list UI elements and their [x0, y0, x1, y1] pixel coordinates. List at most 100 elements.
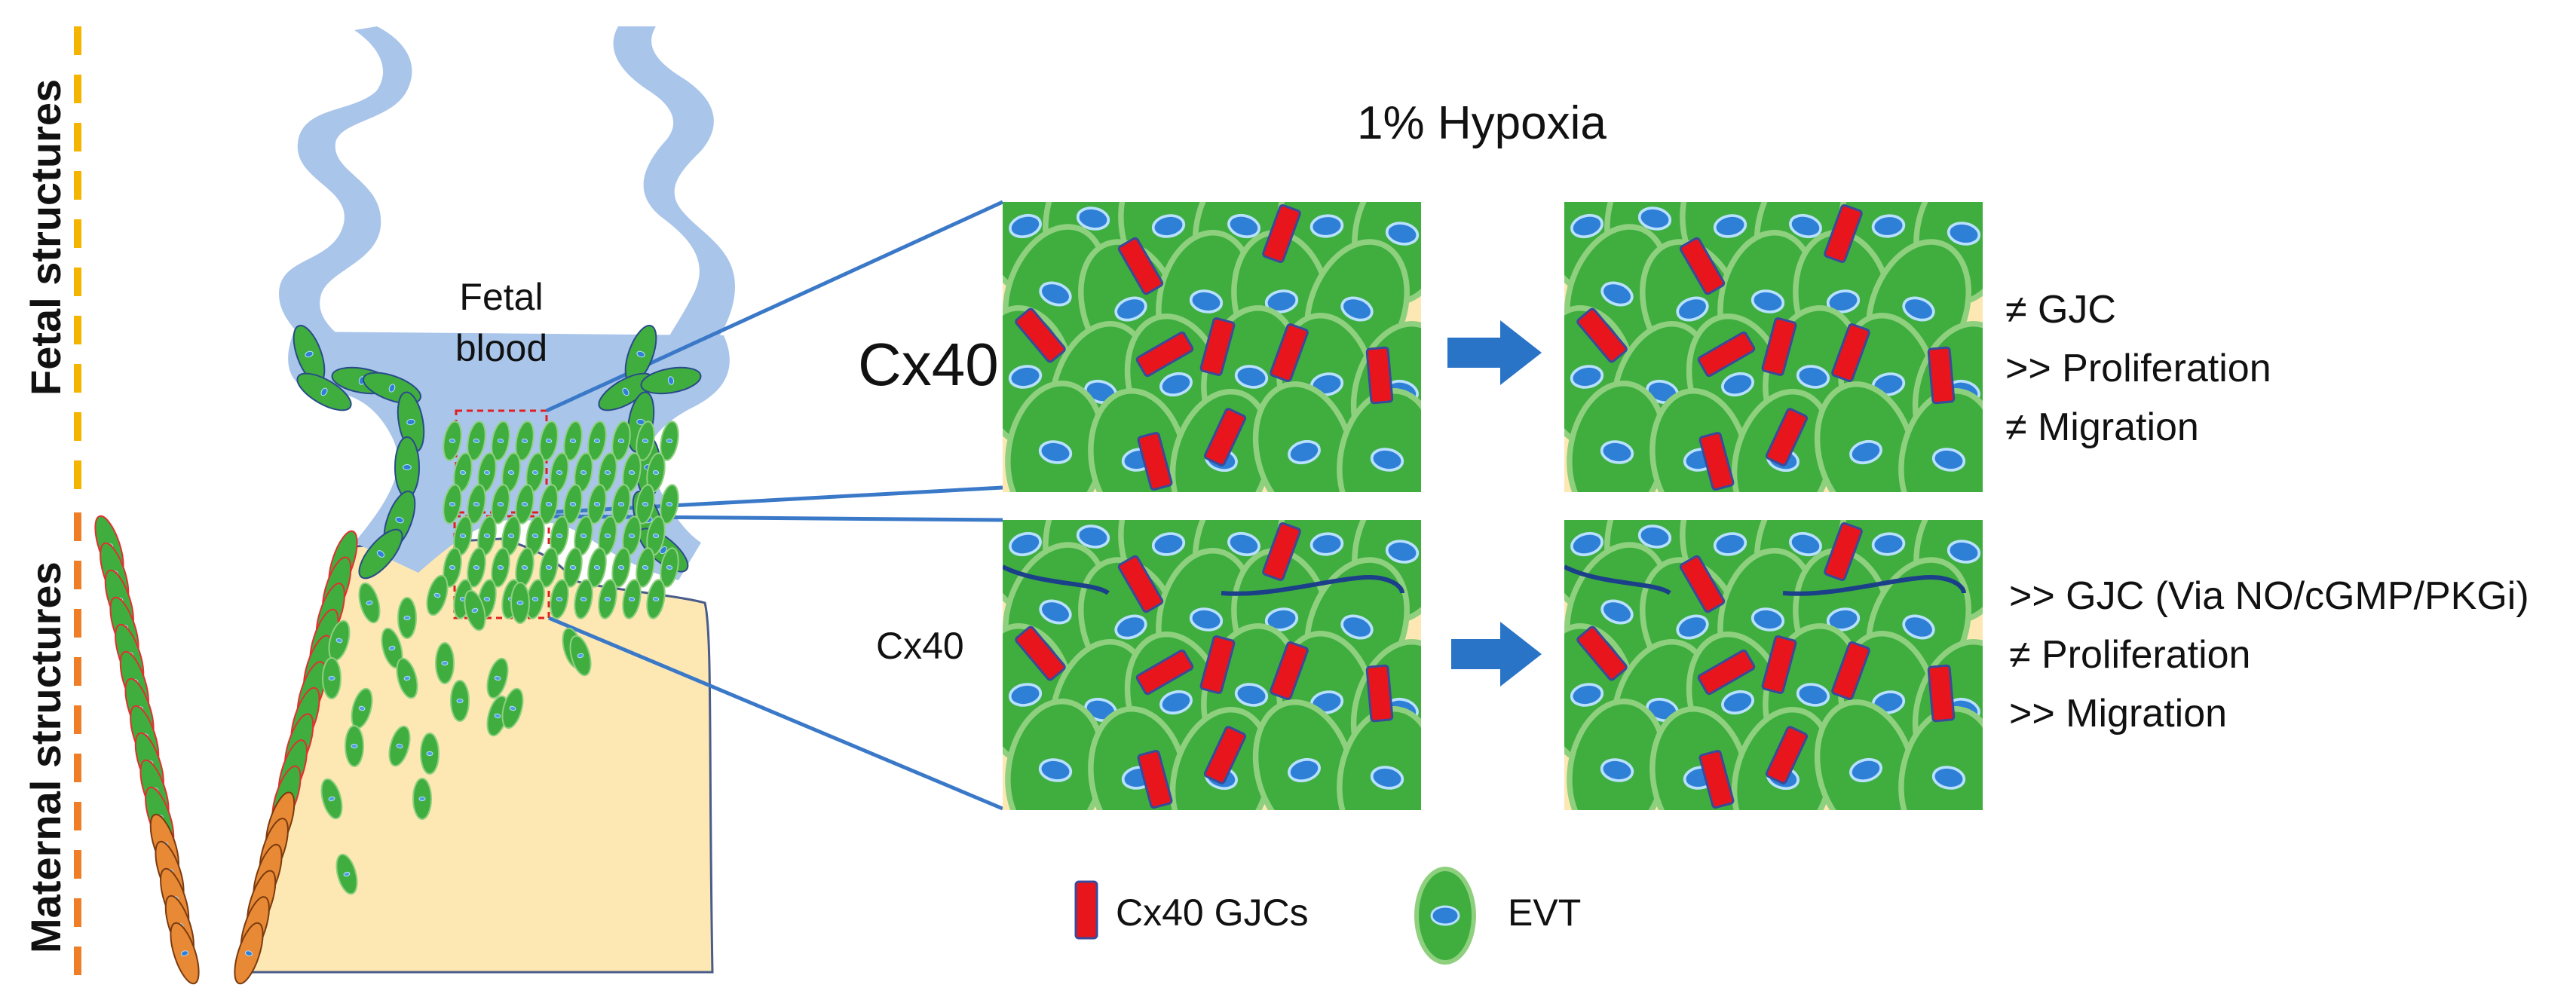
row1-effect-migration: ≠ Migration — [2005, 405, 2199, 449]
evt-cell — [563, 484, 583, 525]
fetal-blood-line1: Fetal — [459, 276, 544, 318]
evt-cell — [587, 547, 607, 588]
gjc-channel — [1761, 635, 1797, 694]
row2-effect-gjc: >> GJC (Via NO/cGMP/PKGi) — [2009, 574, 2529, 618]
evt-cell — [426, 574, 449, 616]
gjc-channel — [1117, 555, 1164, 613]
fetal-blood-line2: blood — [455, 327, 548, 369]
evt-cell — [467, 421, 486, 461]
evt-cell — [467, 547, 486, 588]
gjc-channel — [1365, 664, 1394, 723]
evt-cell — [563, 421, 583, 461]
evt-cell — [1898, 706, 1983, 810]
evt-cell — [388, 725, 411, 767]
fetal-vessel-left — [279, 26, 412, 347]
gjc-channel — [1576, 307, 1628, 363]
evt-cell — [1337, 388, 1421, 492]
connector-line-4 — [548, 616, 1003, 811]
gjc-channel — [1135, 331, 1194, 378]
fetal-blood-label: Fetal blood — [452, 271, 550, 374]
evt-cell — [539, 421, 559, 461]
evt-cell — [640, 366, 702, 395]
gjc-channel — [1270, 323, 1309, 382]
evt-cell — [622, 452, 642, 493]
evt-cell — [296, 372, 352, 411]
maternal-structures-label: Maternal structures — [22, 561, 69, 953]
evt-cell — [660, 421, 679, 461]
gjc-channel — [1203, 726, 1247, 784]
panel-row2-before — [1003, 520, 1421, 810]
evt-cell — [397, 597, 417, 639]
panel-row1-after — [1564, 202, 1983, 492]
gjc-channel — [1135, 649, 1194, 696]
evt-cell — [420, 733, 440, 775]
evt-cell — [435, 642, 455, 684]
evt-cell — [358, 582, 381, 624]
evt-cell — [234, 922, 264, 985]
evt-cell — [358, 528, 403, 580]
evt-cell — [464, 589, 486, 632]
row1-label: Cx40 — [858, 331, 999, 398]
evt-cell — [636, 421, 655, 461]
fetal-structures-label: Fetal structures — [22, 78, 69, 396]
evt-cell — [636, 484, 655, 525]
legend-evt-label: EVT — [1508, 892, 1582, 934]
evt-cell — [515, 484, 534, 525]
gjc-channel — [1761, 317, 1797, 376]
evt-cell — [587, 421, 607, 461]
gjc-channel — [1679, 555, 1726, 613]
evt-cell — [396, 657, 418, 699]
evt-cell — [491, 421, 510, 461]
legend-gjc-icon — [1074, 880, 1098, 940]
evt-cell — [515, 421, 534, 461]
evt-cell — [1567, 699, 1668, 810]
evt-cell — [563, 547, 583, 588]
gjc-channel — [1203, 408, 1247, 466]
evt-cell — [491, 484, 510, 525]
evt-cell — [1337, 706, 1421, 810]
row2-effects: >> GJC (Via NO/cGMP/PKGi) ≠ Proliferatio… — [2009, 567, 2529, 743]
evt-cell — [412, 778, 432, 820]
evt-cell — [491, 547, 510, 588]
evt-cell — [587, 484, 607, 525]
fetal-vessel-right — [613, 26, 735, 347]
evt-cell — [443, 421, 462, 461]
evt-cell — [550, 579, 569, 619]
gjc-channel — [1015, 307, 1066, 363]
gjc-channel — [1137, 432, 1173, 491]
evt-cell — [320, 778, 343, 820]
evt-cell — [477, 452, 497, 493]
evt-cell — [450, 680, 470, 722]
gjc-channel — [1262, 204, 1301, 263]
gjc-channel — [1697, 649, 1756, 696]
gjc-channel — [1365, 346, 1394, 405]
evt-cell — [501, 515, 521, 556]
evt-cell — [539, 484, 559, 525]
gjc-channel — [1137, 750, 1173, 809]
gjc-channel — [1117, 237, 1164, 295]
gjc-channel — [1824, 522, 1863, 581]
evt-cell — [394, 436, 420, 498]
evt-cell — [660, 484, 679, 525]
row1-effect-proliferation: >> Proliferation — [2005, 347, 2271, 390]
row1-effect-gjc: ≠ GJC — [2005, 288, 2116, 332]
evt-cell — [622, 515, 642, 556]
gjc-channel — [1679, 237, 1726, 295]
legend-evt-icon — [1414, 867, 1476, 965]
evt-cell — [598, 452, 617, 493]
gjc-channel — [1698, 432, 1735, 491]
gjc-channel — [1015, 625, 1066, 681]
legend-gjc-label: Cx40 GJCs — [1116, 892, 1309, 934]
row2-effect-migration: >> Migration — [2009, 692, 2228, 736]
gjc-channel — [1697, 331, 1756, 378]
gjc-channel — [1824, 204, 1863, 263]
evt-cell — [467, 484, 486, 525]
gjc-channel — [1270, 641, 1309, 700]
evt-cell — [510, 582, 530, 624]
evt-cell — [574, 515, 593, 556]
evt-cell — [1898, 388, 1983, 492]
gjc-channel — [1199, 317, 1236, 376]
basement-membrane — [1564, 564, 1966, 596]
gjc-channel — [1831, 323, 1870, 382]
evt-cell — [443, 547, 462, 588]
